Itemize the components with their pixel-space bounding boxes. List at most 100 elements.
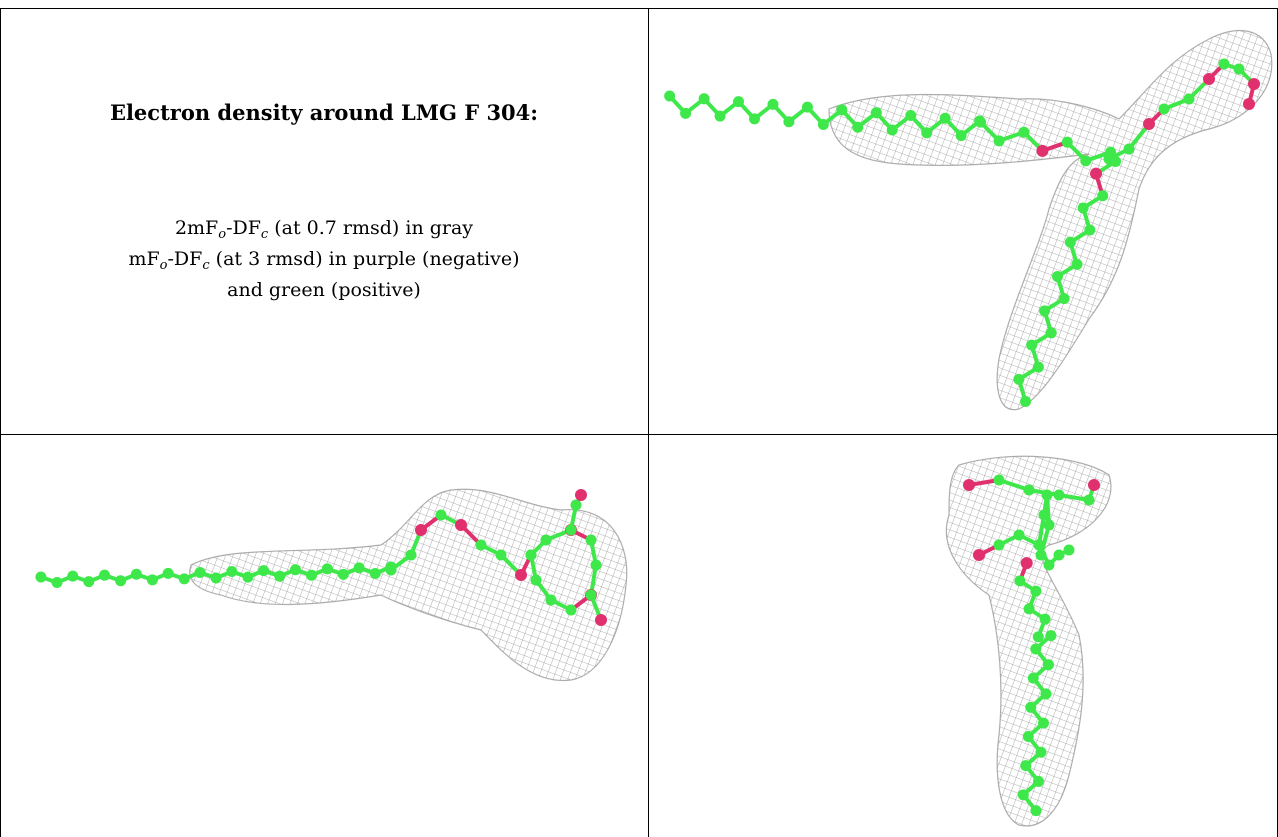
carbon-atom (1063, 544, 1075, 556)
carbon-atom (525, 549, 537, 561)
carbon-atom (83, 576, 95, 588)
oxygen-atom (1088, 479, 1100, 491)
carbon-atom (115, 575, 127, 587)
carbon-atom (585, 534, 597, 546)
ligand-density-view-3 (945, 455, 1112, 827)
carbon-atom (570, 499, 582, 511)
carbon-atom (767, 98, 779, 110)
carbon-atom (1064, 236, 1076, 248)
table-border-left (0, 8, 1, 837)
oxygen-atom (1203, 73, 1215, 85)
carbon-atom (274, 570, 286, 582)
carbon-atom (1080, 155, 1092, 167)
carbon-atom (1023, 603, 1035, 615)
carbon-atom (1053, 489, 1065, 501)
carbon-atom (1020, 760, 1032, 772)
carbon-atom (289, 564, 301, 576)
caption-line-green: and green (positive) (227, 279, 421, 301)
carbon-atom (905, 109, 917, 121)
carbon-atom (1218, 58, 1230, 70)
carbon-atom (1058, 293, 1070, 305)
oxygen-atom (1036, 144, 1049, 157)
carbon-atom (1025, 701, 1037, 713)
carbon-atom (1022, 730, 1034, 742)
carbon-atom (680, 107, 692, 119)
carbon-atom (1037, 717, 1049, 729)
density-mesh-1 (828, 30, 1273, 411)
carbon-atom (1035, 549, 1047, 561)
carbon-atom (1045, 630, 1057, 642)
carbon-atom (955, 130, 967, 142)
carbon-atom (1027, 672, 1039, 684)
carbon-atom (1110, 155, 1122, 167)
carbon-atom (748, 113, 760, 125)
carbon-atom (817, 118, 829, 130)
oxygen-atom (515, 569, 527, 581)
oxygen-atom (1243, 98, 1255, 110)
carbon-atom (1023, 484, 1035, 496)
carbon-atom (698, 93, 710, 105)
carbon-atom (1020, 395, 1032, 407)
carbon-atom (975, 116, 987, 128)
carbon-atom (1032, 361, 1044, 373)
table-border-center (648, 8, 649, 837)
oxygen-atom (455, 519, 467, 531)
caption-cell: Electron density around LMG F 304: 2mFo-… (0, 8, 648, 434)
carbon-atom (1097, 190, 1109, 202)
carbon-atom (475, 539, 487, 551)
carbon-atom (306, 569, 318, 581)
carbon-atom (194, 566, 206, 578)
sugar-ring-2 (525, 524, 602, 616)
carbon-atom (783, 116, 795, 128)
acyl-chain-lower (1017, 630, 1057, 817)
carbon-atom (1084, 224, 1096, 236)
top-right-panel (649, 9, 1277, 434)
carbon-atom (886, 124, 898, 136)
carbon-atom (1158, 103, 1170, 115)
carbon-atom (258, 565, 270, 577)
carbon-atom (714, 110, 726, 122)
carbon-atom (1039, 305, 1051, 317)
oxygen-atom (1248, 78, 1260, 90)
carbon-atom (1233, 63, 1245, 75)
caption-line-2mfo: 2mFo-DFc (at 0.7 rmsd) in gray (174, 217, 474, 242)
carbon-atom (1032, 631, 1044, 643)
carbon-atom (1013, 373, 1025, 385)
carbon-atom (1045, 327, 1057, 339)
sugar-ring-side (973, 529, 1075, 571)
caption-title: Electron density around LMG F 304: (109, 100, 539, 125)
sugar-ring-top (963, 474, 1100, 506)
carbon-atom (1043, 559, 1055, 571)
carbon-atom (540, 534, 552, 546)
caption-body: 2mFo-DFc (at 0.7 rmsd) in gray mFo-DFc (… (0, 213, 648, 306)
carbon-atom (1018, 126, 1030, 138)
carbon-atom (993, 135, 1005, 147)
carbon-atom (51, 577, 63, 589)
carbon-atom (337, 568, 349, 580)
carbon-atom (242, 571, 254, 583)
oxygen-atom (595, 614, 607, 626)
density-mesh-2 (189, 488, 628, 682)
carbon-atom (1040, 688, 1052, 700)
carbon-atom (385, 564, 397, 576)
carbon-atom (1039, 613, 1051, 625)
carbon-atom (921, 127, 933, 139)
carbon-atom (1033, 539, 1045, 551)
carbon-atom (801, 101, 813, 113)
carbon-atom (1043, 519, 1055, 531)
sugar-ring-1 (1103, 58, 1260, 165)
carbon-atom (35, 571, 47, 583)
table-border-middle (0, 434, 1278, 435)
carbon-atom (1053, 549, 1065, 561)
carbon-atom (405, 549, 417, 561)
carbon-atom (1183, 93, 1195, 105)
carbon-atom (1042, 659, 1054, 671)
acyl-chain-2 (1013, 155, 1122, 407)
carbon-atom (1032, 775, 1044, 787)
oxygen-atom (1143, 118, 1155, 130)
hydroxyl-1 (565, 489, 587, 536)
acyl-chain-1 (664, 90, 986, 142)
carbon-atom (565, 524, 577, 536)
hydroxyl-2 (585, 589, 607, 626)
